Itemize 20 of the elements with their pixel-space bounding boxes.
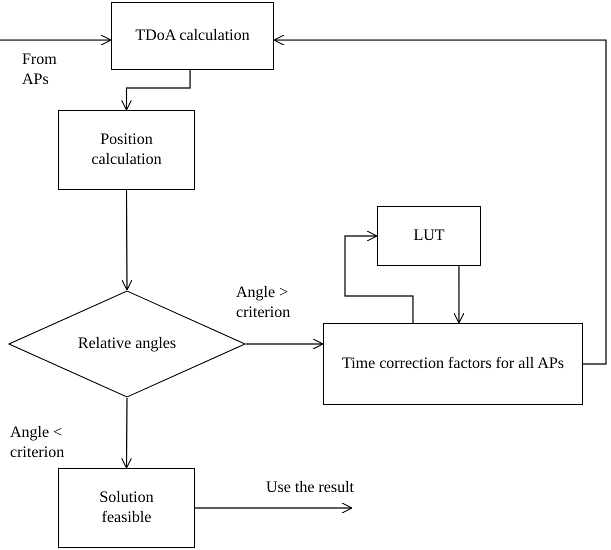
arrow xyxy=(344,230,414,323)
arrow xyxy=(121,398,132,468)
arrow xyxy=(0,34,112,46)
node-text: Solution feasible xyxy=(98,488,155,528)
arrow xyxy=(121,70,191,110)
process-box xyxy=(323,323,583,405)
process-box xyxy=(58,110,195,190)
process-box xyxy=(58,468,195,548)
arrow xyxy=(453,266,464,324)
node-text: LUT xyxy=(412,226,446,246)
arrow xyxy=(195,502,352,514)
arrow xyxy=(274,34,607,365)
node-text: Time correction factors for all APs xyxy=(340,354,566,374)
node-text: Position calculation xyxy=(90,130,163,170)
arrow xyxy=(121,190,132,290)
node-text: Relative angles xyxy=(76,334,178,354)
node-text: TDoA calculation xyxy=(134,26,251,46)
arrow xyxy=(246,338,324,350)
process-box xyxy=(377,206,481,266)
process-box xyxy=(111,2,274,70)
